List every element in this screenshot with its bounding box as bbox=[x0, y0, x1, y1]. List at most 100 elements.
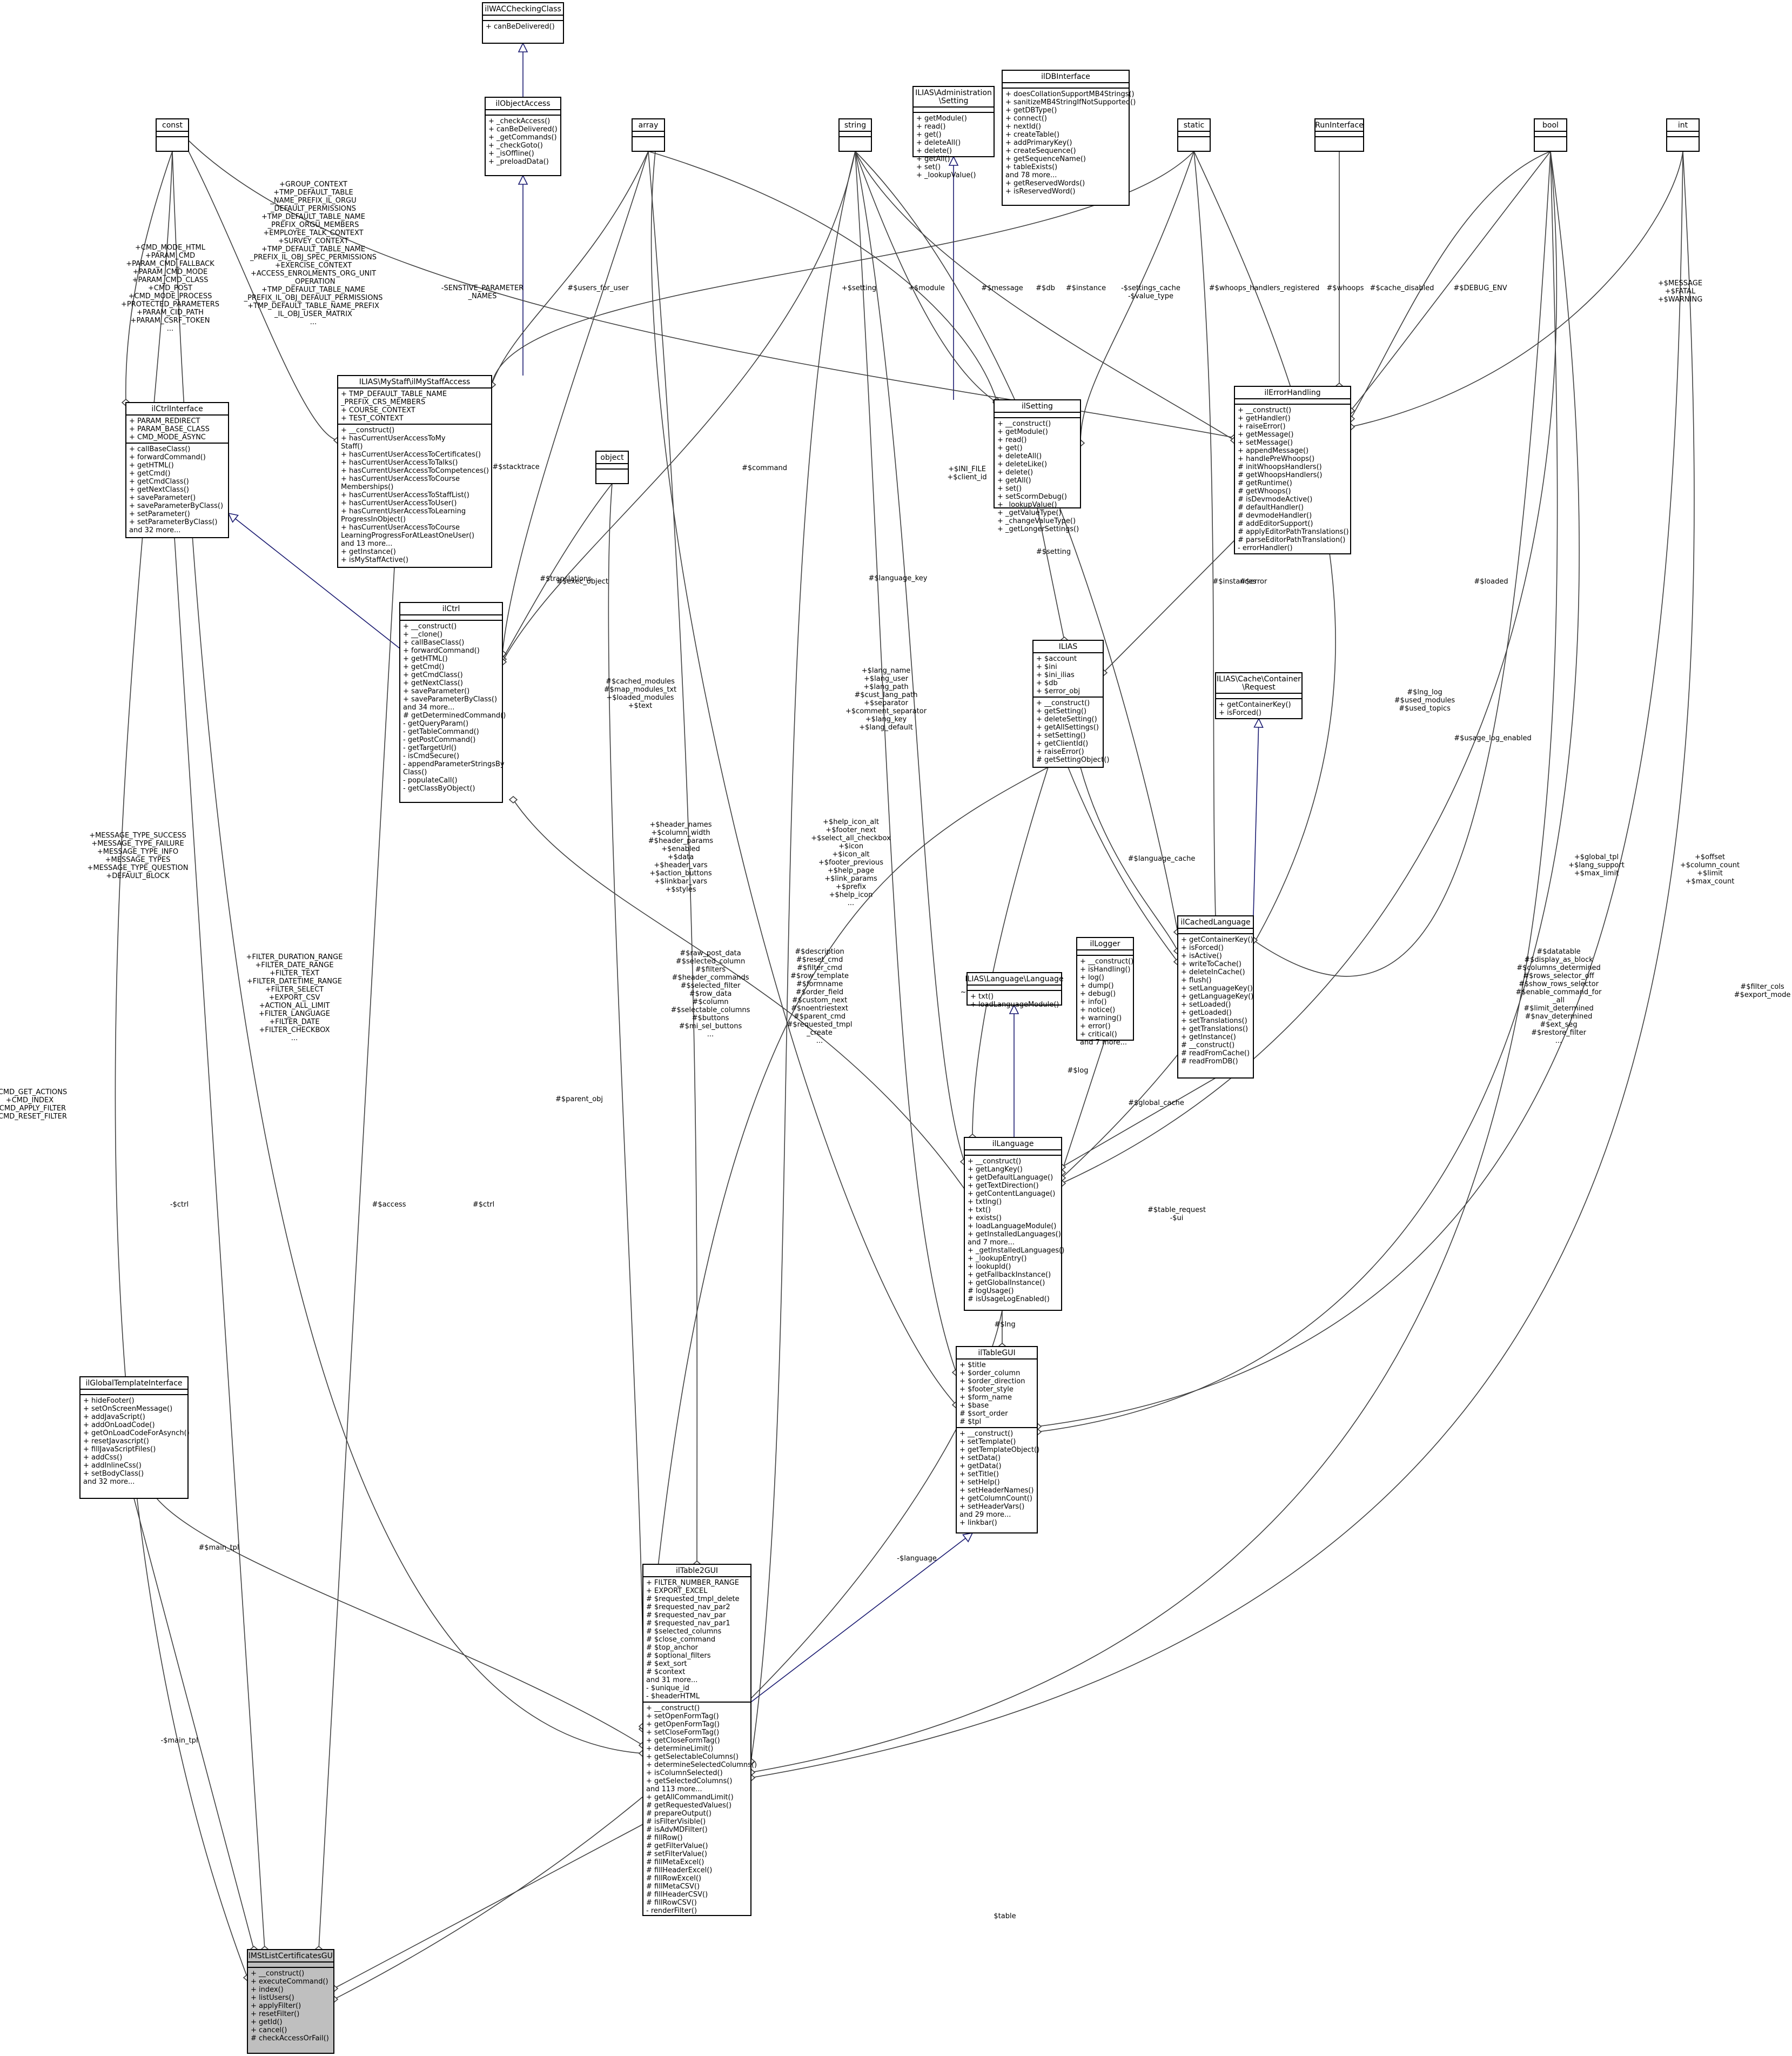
class-operation: + setMessage() bbox=[1238, 439, 1293, 447]
class-attribute: + $account bbox=[1036, 655, 1077, 663]
edge-label-line: +$footer_next bbox=[825, 826, 876, 834]
edge-label-line: +$lang_path bbox=[863, 683, 908, 691]
class-ilSetting[interactable]: ilSetting+ __construct()+ getModule()+ r… bbox=[994, 399, 1081, 533]
class-ilWACCheckingClass[interactable]: ilWACCheckingClass+ canBeDelivered() bbox=[482, 2, 564, 44]
class-ilGlobalTemplateInterface[interactable]: ilGlobalTemplateInterface+ hideFooter()+… bbox=[79, 1376, 190, 1499]
class-box bbox=[125, 402, 229, 538]
class-box bbox=[485, 97, 561, 176]
edge-32 bbox=[1193, 151, 1216, 919]
edge-label-line: #$exec_object bbox=[556, 578, 608, 586]
class-attribute: # $sort_order bbox=[959, 1410, 1008, 1418]
edge-label-line: #$noentriestext bbox=[791, 1004, 848, 1013]
edge-label-line: +CMD_RESET_FILTER bbox=[0, 1113, 67, 1121]
class-RunInterface[interactable]: RunInterface bbox=[1314, 118, 1364, 152]
class-title: static bbox=[1184, 121, 1204, 130]
class-LangLanguage[interactable]: ILIAS\Language\Language+ txt()+ loadLang… bbox=[965, 972, 1064, 1009]
edge-label-line: +CMD_MODE_HTML bbox=[135, 244, 206, 252]
class-ilDBInterface[interactable]: ilDBInterface+ doesCollationSupportMB4St… bbox=[1002, 70, 1136, 206]
edge-37 bbox=[1350, 151, 1551, 419]
class-box bbox=[1666, 118, 1700, 152]
edge-label-5: -$ctrl bbox=[170, 1201, 189, 1209]
edge-label-41: #$filter_cols#$export_mode bbox=[1734, 983, 1791, 999]
class-operation: # __construct() bbox=[1181, 1041, 1234, 1049]
class-box bbox=[337, 375, 492, 568]
class-operation: + loadLanguageModule() bbox=[970, 1001, 1059, 1009]
edge-label-line: -$language bbox=[897, 1555, 937, 1563]
class-operation: + addCss() bbox=[83, 1454, 122, 1462]
edge-label-line: +$lang_user bbox=[864, 675, 909, 683]
edge-label-line: #$custom_next bbox=[792, 996, 847, 1004]
edge-label-44: +$help_icon_alt+$footer_next+$select_all… bbox=[811, 818, 891, 907]
class-ilMStListCertificatesGUI[interactable]: ilMStListCertificatesGUI+ __construct()+… bbox=[246, 1949, 335, 2054]
class-title: ilWACCheckingClass bbox=[485, 5, 561, 14]
class-ilCtrlInterface[interactable]: ilCtrlInterface+ PARAM_REDIRECT+ PARAM_B… bbox=[125, 402, 229, 538]
edge-label-line: ... bbox=[848, 899, 854, 907]
class-operation: + __construct() bbox=[997, 420, 1051, 428]
class-ilCtrl[interactable]: ilCtrl+ __construct()+ __clone()+ callBa… bbox=[399, 602, 506, 803]
class-title: ILIAS bbox=[1059, 642, 1078, 651]
class-ilTableGUI[interactable]: ilTableGUI+ $title+ $order_column+ $orde… bbox=[956, 1346, 1039, 1533]
class-operation: + saveParameterByClass() bbox=[403, 695, 497, 704]
edge-26 bbox=[855, 151, 997, 403]
class-title: ilSetting bbox=[1022, 402, 1053, 411]
class-attribute: + PARAM_BASE_CLASS bbox=[129, 425, 210, 433]
class-ilErrorHandling[interactable]: ilErrorHandling+ __construct()+ getHandl… bbox=[1234, 386, 1351, 554]
class-title: ilTableGUI bbox=[978, 1349, 1015, 1357]
edge-label-34: #$instances bbox=[1212, 578, 1256, 586]
class-MyStaffAccess[interactable]: ILIAS\MyStaff\ilMyStaffAccess+ TMP_DEFAU… bbox=[337, 375, 492, 568]
class-operation: + forwardCommand() bbox=[129, 453, 206, 461]
class-operation: + _checkAccess() bbox=[488, 117, 550, 125]
class-object[interactable]: object bbox=[595, 451, 629, 484]
class-string[interactable]: string bbox=[838, 118, 872, 152]
class-attribute: # $context bbox=[646, 1668, 685, 1676]
edge-label-line: #$order_field bbox=[796, 988, 843, 996]
class-title: ILIAS\Administration bbox=[915, 89, 992, 97]
class-title: object bbox=[600, 453, 624, 462]
class-AdminSetting[interactable]: ILIAS\Administration\Setting+ getModule(… bbox=[912, 86, 995, 179]
class-operation: + resetFilter() bbox=[251, 2010, 299, 2018]
edge-7 bbox=[115, 151, 248, 1978]
class-operation: + _getCommands() bbox=[488, 133, 557, 142]
class-int[interactable]: int bbox=[1666, 118, 1700, 152]
class-box bbox=[1314, 118, 1364, 152]
edge-18 bbox=[502, 151, 649, 654]
edge-label-line: +$enabled bbox=[661, 845, 700, 853]
edge-label-line: +MESSAGE_TYPE_FAILURE bbox=[91, 840, 184, 848]
class-ilLogger[interactable]: ilLogger+ __construct()+ isHandling()+ l… bbox=[1076, 937, 1134, 1047]
class-operation: + writeToCache() bbox=[1181, 960, 1241, 968]
class-attribute: + $order_column bbox=[959, 1369, 1020, 1377]
class-operation: + hasCurrentUserAccessToLearning bbox=[341, 507, 466, 515]
class-operation: + delete() bbox=[997, 468, 1033, 477]
class-operation: + canBeDelivered() bbox=[488, 125, 558, 133]
class-ilCachedLanguage[interactable]: ilCachedLanguage+ getContainerKey()+ isF… bbox=[1177, 915, 1254, 1079]
class-operation: # fillRow() bbox=[646, 1834, 683, 1842]
edge-24 bbox=[502, 151, 856, 662]
class-attribute: + EXPORT_EXCEL bbox=[646, 1587, 708, 1595]
class-ILIAS[interactable]: ILIAS+ $account+ $ini+ $ini_ilias+ $db+ … bbox=[1032, 640, 1109, 768]
class-operation: + flush() bbox=[1181, 976, 1212, 985]
edge-14 bbox=[156, 1498, 643, 1746]
edge-28 bbox=[855, 151, 957, 1373]
class-operation: Class() bbox=[403, 768, 427, 776]
edge-label-line: #$loaded bbox=[1474, 578, 1508, 586]
edge-label-28: -$settings_cache-$value_type bbox=[1121, 284, 1180, 300]
class-operation: + getTextDirection() bbox=[968, 1182, 1039, 1190]
class-operation: + listUsers() bbox=[251, 1994, 294, 2002]
class-operation: + getContainerKey() bbox=[1181, 936, 1253, 944]
class-attribute: + FILTER_NUMBER_RANGE bbox=[646, 1579, 739, 1587]
class-array[interactable]: array bbox=[632, 118, 665, 152]
class-CacheContainer[interactable]: ILIAS\Cache\Container\Request+ getContai… bbox=[1215, 672, 1303, 719]
class-ilLanguage[interactable]: ilLanguage+ __construct()+ getLangKey()+… bbox=[964, 1137, 1064, 1311]
class-const[interactable]: const bbox=[156, 118, 189, 152]
edge-label-line: _all bbox=[1552, 996, 1565, 1004]
class-attribute: # $ext_sort bbox=[646, 1660, 687, 1668]
class-ilObjectAccess[interactable]: ilObjectAccess+ _checkAccess()+ canBeDel… bbox=[485, 97, 561, 176]
edge-label-line: #$instances bbox=[1212, 578, 1256, 586]
class-bool[interactable]: bool bbox=[1534, 118, 1567, 152]
edge-30 bbox=[855, 151, 1235, 441]
class-ilTable2GUI[interactable]: ilTable2GUI+ FILTER_NUMBER_RANGE+ EXPORT… bbox=[642, 1564, 757, 1916]
edge-label-line: +$lang_name bbox=[862, 667, 911, 675]
class-box bbox=[595, 451, 629, 484]
class-static[interactable]: static bbox=[1177, 118, 1211, 152]
class-operation: - getTargetUrl() bbox=[403, 744, 457, 752]
